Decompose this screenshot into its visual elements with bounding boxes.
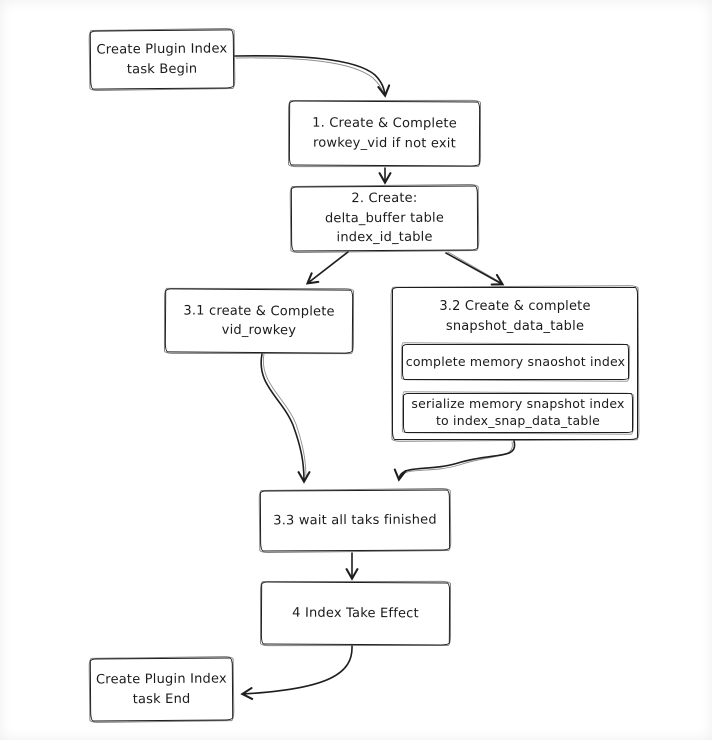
- node-label: Create Plugin Index: [96, 41, 228, 58]
- node-label: 3.2 Create & complete: [439, 299, 591, 314]
- node-label: task End: [132, 691, 191, 707]
- node-label: rowkey_vid if not exit: [312, 135, 456, 151]
- arrow-step3-2-to-step3-3-sketch: [400, 441, 513, 479]
- node-label: delta_buffer table: [324, 210, 445, 227]
- node-label: task Begin: [126, 61, 198, 77]
- node-task-begin: Create Plugin Index task Begin: [89, 29, 235, 90]
- node-task-end: Create Plugin Index task End: [89, 657, 234, 722]
- arrow-step2-to-step3-1: [305, 251, 349, 285]
- node-label: Create Plugin Index: [95, 671, 227, 688]
- node-label: 2. Create:: [351, 191, 418, 207]
- arrow-step3-2-to-step3-3: [393, 440, 516, 482]
- arrow-step2-to-step3-1-sketch: [309, 252, 347, 282]
- node-label: 3.1 create & Complete: [183, 302, 335, 320]
- node-label: snapshot_data_table: [445, 318, 585, 334]
- node-label: to index_snap_data_table: [435, 413, 601, 428]
- arrow-step3-1-to-step3-3: [260, 353, 311, 484]
- arrow-step2-to-step3-2-sketch: [447, 251, 501, 283]
- arrow-step3-1-to-step3-3-sketch: [262, 353, 307, 479]
- node-step-1-create-rowkey-vid: 1. Create & Complete rowkey_vid if not e…: [288, 100, 481, 167]
- node-label: complete memory snaoshot index: [405, 353, 626, 369]
- arrow-step4-to-end: [240, 645, 353, 700]
- node-step-4-index-take-effect: 4 Index Take Effect: [260, 581, 451, 646]
- arrow-begin-to-step1: [234, 55, 391, 98]
- node-label: vid_rowkey: [221, 322, 297, 339]
- arrow-step2-to-step3-2: [445, 252, 505, 286]
- node-step-3-2-sub-serialize-snapshot: serialize memory snapshot index to index…: [403, 393, 633, 433]
- node-step-3-2-snapshot-data-table: 3.2 Create & complete snapshot_data_tabl…: [392, 287, 638, 440]
- node-step-3-1-vid-rowkey: 3.1 create & Complete vid_rowkey: [164, 288, 354, 354]
- arrow-begin-to-step1-sketch: [235, 57, 385, 95]
- node-label: 4 Index Take Effect: [292, 605, 419, 622]
- node-label: 3.3 wait all taks finished: [273, 512, 437, 529]
- node-step-3-3-wait-tasks: 3.3 wait all taks finished: [259, 489, 451, 552]
- node-label: 1. Create & Complete: [312, 115, 457, 132]
- node-step-3-2-sub-complete-memory-snapshot: complete memory snaoshot index: [402, 344, 629, 380]
- node-step-2-create-tables: 2. Create: delta_buffer table index_id_t…: [290, 185, 479, 252]
- node-label: serialize memory snapshot index: [411, 396, 625, 412]
- node-label: index_id_table: [336, 229, 433, 246]
